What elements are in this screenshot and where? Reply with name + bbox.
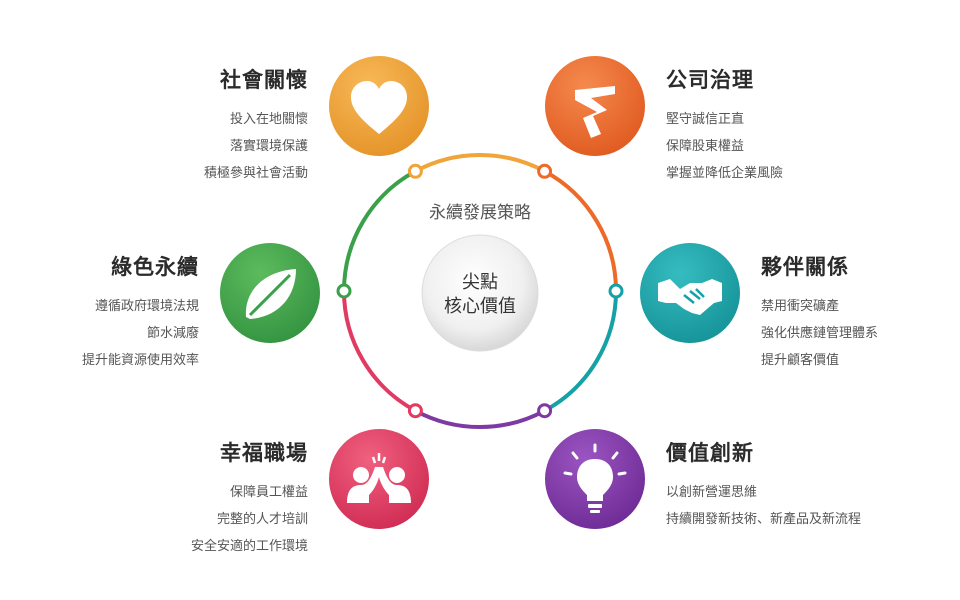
ring-node [537, 403, 553, 419]
ring-node [407, 163, 423, 179]
green-sustainability-badge [220, 243, 320, 343]
pillar-line: 遵循政府環境法規 [94, 299, 199, 314]
handshake-icon [658, 279, 722, 315]
ring-arc-bottom-right [543, 290, 618, 413]
ring-arc-bottom-left [342, 290, 417, 413]
pillar-title: 公司治理 [666, 68, 754, 92]
pillar-line: 禁用衝突礦產 [761, 299, 840, 314]
social-care-badge [329, 56, 429, 156]
pillar-title: 夥伴關係 [761, 255, 849, 279]
pillar-line: 提升能資源使用效率 [81, 353, 199, 368]
pillar-line: 保障員工權益 [229, 485, 308, 500]
leaf-icon [245, 269, 296, 319]
ring-node [336, 283, 352, 299]
pillar-line: 節水減廢 [146, 326, 199, 341]
pillar-line: 投入在地關懷 [229, 112, 308, 127]
pillar-social-care: 社會關懷 投入在地關懷 落實環境保護 積極參與社會活動 [204, 64, 308, 187]
ring-node [608, 283, 624, 299]
pillar-title: 綠色永續 [111, 255, 199, 279]
pillar-title: 價值創新 [666, 441, 754, 465]
partnership-badge [640, 243, 740, 343]
pillar-green-sustainability: 綠色永續 遵循政府環境法規 節水減廢 提升能資源使用效率 [82, 251, 199, 374]
happy-workplace-badge [329, 429, 429, 529]
pillar-line: 落實環境保護 [229, 139, 308, 154]
pillar-corporate-governance: 公司治理 堅守誠信正直 保障股東權益 掌握並降低企業風險 [666, 64, 783, 187]
lightbulb-icon [563, 443, 627, 513]
pillar-line: 完整的人才培訓 [216, 512, 308, 527]
pillar-line: 保障股東權益 [666, 139, 745, 154]
core-label-line1: 尖點 [462, 272, 498, 293]
pillar-line: 掌握並降低企業風險 [666, 166, 784, 181]
pillar-happy-workplace: 幸福職場 保障員工權益 完整的人才培訓 安全安適的工作環境 [191, 437, 308, 560]
pillar-partnership: 夥伴關係 禁用衝突礦產 強化供應鏈管理體系 提升顧客價值 [761, 251, 878, 374]
pillar-line: 以創新營運思維 [666, 485, 758, 500]
ring-arc-top-right [543, 169, 618, 292]
pillar-title: 社會關懷 [220, 68, 308, 92]
core-disc [421, 234, 539, 352]
pillar-title: 幸福職場 [220, 441, 308, 465]
pillar-line: 提升顧客價值 [761, 353, 840, 368]
pillar-line: 積極參與社會活動 [203, 166, 308, 181]
ring-arc-bottom [414, 408, 546, 430]
value-innovation-badge [545, 429, 645, 529]
ring-node [407, 403, 423, 419]
pillar-line: 持續開發新技術、新產品及新流程 [666, 512, 862, 527]
ring-node [537, 163, 553, 179]
heart-icon [351, 81, 407, 134]
ring-arc-top [414, 152, 546, 174]
core-label-line2: 核心價值 [444, 296, 516, 317]
pillar-line: 強化供應鏈管理體系 [761, 326, 879, 341]
corporate-governance-badge [545, 56, 645, 156]
pillar-line: 安全安適的工作環境 [190, 539, 308, 554]
strategy-label: 永續發展策略 [429, 203, 531, 223]
ring-arc-top-left [342, 169, 417, 292]
high-five-icon [347, 453, 411, 503]
ribbon-icon [575, 86, 615, 138]
pillar-line: 堅守誠信正直 [666, 112, 745, 127]
pillar-value-innovation: 價值創新 以創新營運思維 持續開發新技術、新產品及新流程 [666, 437, 861, 533]
